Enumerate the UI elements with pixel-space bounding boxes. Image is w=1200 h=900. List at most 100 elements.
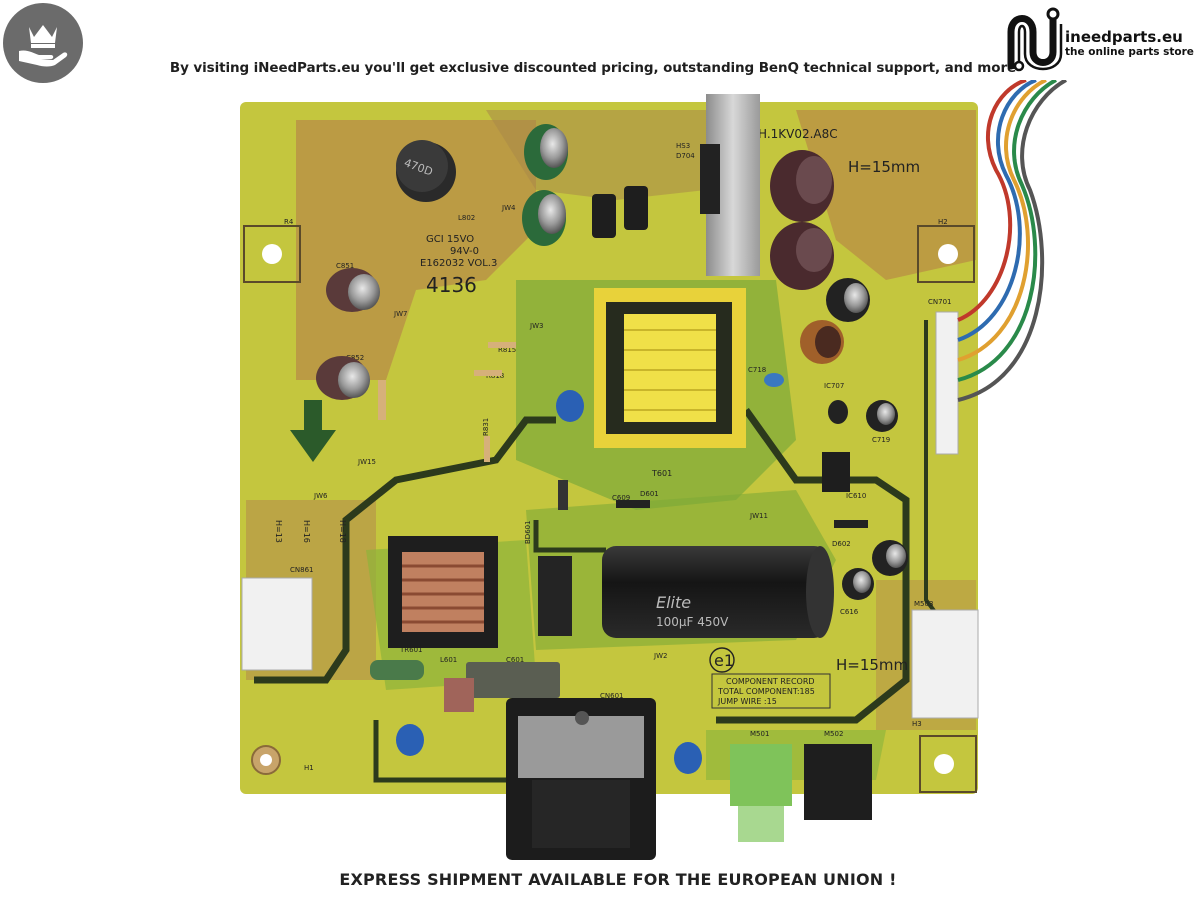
ref-r831: R831 [482, 418, 490, 436]
power-board-photo: H.1KV02.A8C H=15mm H=15mm GCI 15VO 94V-0… [236, 78, 1096, 870]
ref-jw11: JW11 [749, 512, 768, 520]
mounting-hole [919, 735, 977, 793]
ref-jw7: JW7 [393, 310, 407, 318]
choke-inductor: 470D [396, 140, 456, 202]
capacitor-orange [800, 320, 844, 364]
ref-h1: H1 [304, 764, 314, 772]
y-capacitor-2 [396, 724, 424, 756]
common-mode-choke [388, 536, 498, 648]
ref-c719: C719 [872, 436, 890, 444]
ref-ic610: IC610 [846, 492, 866, 500]
ref-cn601: CN601 [600, 692, 624, 700]
ref-r4: R4 [284, 218, 294, 226]
cert-line-3: E162032 VOL.3 [420, 258, 497, 269]
resistor-r891 [378, 380, 386, 420]
ref-jw2: JW2 [653, 652, 667, 660]
ref-l601: L601 [440, 656, 457, 664]
mounting-hole [243, 225, 301, 283]
ref-jw15: JW15 [357, 458, 376, 466]
capacitor-c710 [826, 278, 870, 322]
y-capacitor-3 [674, 742, 702, 774]
ref-m502: M502 [824, 730, 843, 738]
mounting-hole [917, 225, 975, 283]
mounting-hole [251, 745, 281, 775]
resistor-r818 [474, 370, 502, 376]
crown-hand-badge-icon [3, 3, 83, 83]
capacitor-d602-side [872, 540, 908, 576]
terminal-block-m501 [730, 744, 792, 842]
brown-capacitor [444, 678, 474, 712]
height-label: H=15mm [848, 158, 920, 176]
ref-jw6: JW6 [313, 492, 328, 500]
ref-c601: C601 [506, 656, 524, 664]
ac-power-inlet [506, 698, 656, 860]
ref-l802: L802 [458, 214, 475, 222]
y-capacitor-1 [556, 390, 584, 422]
cert-line-1: GCI 15VO [426, 234, 474, 245]
ref-bd601: BD601 [524, 520, 532, 544]
ref-c609: C609 [612, 494, 630, 502]
model-code-label: H.1KV02.A8C [758, 127, 838, 141]
capacitor-output-1 [770, 150, 834, 222]
component-record-box [711, 673, 831, 709]
resistor-r815 [488, 342, 516, 348]
ref-d601: D601 [640, 490, 659, 498]
ref-hs3: HS3 [676, 142, 690, 150]
down-arrow-icon [290, 400, 336, 462]
ic-610 [822, 452, 850, 492]
heatsink [700, 94, 760, 276]
ref-c616: C616 [840, 608, 859, 616]
audio-jack-m502 [804, 744, 872, 820]
ref-m501: M501 [750, 730, 769, 738]
transformer-t601 [594, 288, 746, 448]
diode-d602 [834, 520, 868, 528]
ref-d704: D704 [676, 152, 695, 160]
shipping-notice: EXPRESS SHIPMENT AVAILABLE FOR THE EUROP… [339, 870, 897, 889]
ref-h13: H=13 [274, 520, 283, 543]
diode-2 [624, 186, 648, 230]
capacitor-output-2 [770, 222, 834, 290]
ineedparts-logo[interactable]: ineedparts.eu the online parts store [1003, 2, 1198, 74]
capacitor-c851 [326, 268, 380, 312]
ref-h16: H=16 [302, 520, 311, 543]
wire-harness [957, 78, 1067, 402]
ref-tr601: TR601 [399, 646, 423, 654]
ref-c852: C852 [346, 354, 364, 362]
ref-h2: H2 [938, 218, 948, 226]
ref-cn861: CN861 [290, 566, 314, 574]
cert-line-2: 94V-0 [450, 246, 479, 257]
connector-cn701 [935, 311, 959, 455]
ref-m503: M503 [914, 600, 933, 608]
logo-tagline: the online parts store [1065, 46, 1194, 58]
connector-m503 [911, 609, 979, 719]
component-record-3: JUMP WIRE :15 [717, 697, 777, 706]
y-capacitor-small [764, 373, 784, 387]
component-record-1: COMPONENT RECORD [726, 677, 815, 686]
ref-d602: D602 [832, 540, 851, 548]
e1-mark: e1 [714, 651, 734, 670]
capacitor-c852 [316, 356, 370, 400]
capacitor-rating: 100μF 450V [656, 615, 729, 629]
capacitor-brand: Elite [656, 593, 691, 612]
ref-r815: R815 [498, 346, 516, 354]
ref-jw3: JW3 [529, 322, 543, 330]
date-code: 4136 [426, 273, 477, 297]
bulk-capacitor: Elite 100μF 450V [602, 546, 834, 638]
ref-h3: H3 [912, 720, 922, 728]
ref-jw4: JW4 [501, 204, 516, 212]
capacitor-green-2 [522, 190, 566, 246]
ref-ic707: IC707 [824, 382, 844, 390]
small-capacitor-green [370, 660, 424, 680]
ref-cn701: CN701 [928, 298, 952, 306]
capacitor-c719 [866, 400, 898, 432]
capacitor-c616 [842, 568, 874, 600]
capacitor-green-1 [524, 124, 568, 180]
e1-circle [709, 647, 735, 673]
component-record-2: TOTAL COMPONENT:185 [717, 687, 815, 696]
x-capacitor [466, 662, 560, 698]
diode-d601 [616, 500, 650, 508]
resistor-r831 [484, 436, 490, 462]
ref-t601: T601 [651, 469, 672, 478]
logo-name: ineedparts.eu [1065, 28, 1183, 46]
promo-headline: By visiting iNeedParts.eu you'll get exc… [169, 60, 1017, 76]
